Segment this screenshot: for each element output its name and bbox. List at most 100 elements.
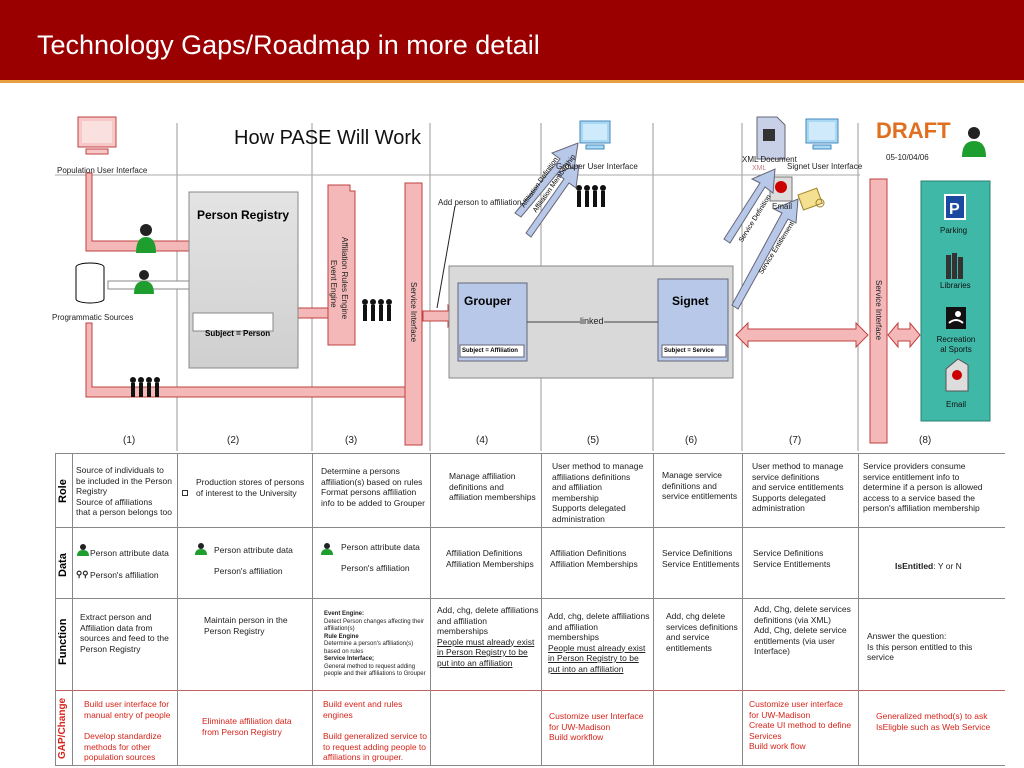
col-num-1: (1)	[123, 435, 136, 446]
draft-label: DRAFT	[876, 118, 951, 143]
xml-doc-label: XML Document	[742, 155, 797, 164]
data-person-icon-1	[77, 544, 89, 556]
affiliation-arrow	[514, 142, 580, 238]
role-cell-4: Manage affiliation definitions and affil…	[449, 471, 536, 502]
is-entitled-label: IsEntitled	[895, 561, 934, 571]
col-num-7: (7)	[789, 435, 802, 446]
email-label: Email	[946, 400, 967, 409]
func-c5b: People must already exist in Person Regi…	[548, 642, 646, 674]
role-cell-7: User method to manage service definition…	[752, 461, 844, 513]
func-c7: Add, Chg, delete services definitions (v…	[754, 604, 851, 656]
event-engine-label: Event Engine	[329, 260, 338, 308]
func-c5a: Add, chg, delete affiliations and affili…	[548, 611, 650, 642]
email-small-icon	[769, 176, 793, 202]
subject-affil-label: Subject = Affiliation	[462, 348, 518, 354]
func-c3-h2: Rule Engine	[324, 633, 359, 640]
xml-label: XML	[752, 165, 767, 172]
col-num-6: (6)	[685, 435, 698, 446]
diagram-heading: How PASE Will Work	[234, 127, 422, 149]
func-c1: Extract person and Affiliation data from…	[80, 612, 169, 654]
gap-c1b: Develop standardize methods for other po…	[84, 731, 162, 762]
libraries-icon	[946, 253, 963, 279]
people-group-icon-2	[362, 299, 392, 321]
col-num-2: (2)	[227, 435, 240, 446]
signet-ui-label: Signet User Interface	[787, 162, 863, 171]
is-entitled-values: : Y or N	[933, 561, 962, 571]
service-interface-2-label: Service Interface	[874, 280, 883, 341]
people-group-icon-3	[576, 185, 606, 207]
grouper-ui-label: Grouper User Interface	[556, 162, 638, 171]
population-ui-label: Population User Interface	[57, 166, 148, 175]
data-c3a: Person attribute data	[341, 542, 420, 552]
role-cell-8: Service providers consume service entitl…	[863, 461, 983, 513]
data-person-icon-2	[195, 543, 207, 555]
func-c3-h1: Event Engine:	[324, 611, 365, 617]
grouper-label: Grouper	[464, 294, 512, 308]
gap-c8: Generalized method(s) to ask IsEligble s…	[876, 711, 991, 732]
role-cell-2: Production stores of persons of interest…	[196, 477, 305, 498]
bullet-icon	[182, 490, 188, 496]
affiliation-rules-engine-bar	[327, 184, 356, 346]
person-registry-box	[188, 191, 299, 369]
role-cell-6: Manage service definitions and service e…	[662, 470, 738, 501]
person-icon-2	[134, 270, 154, 294]
data-c1a: Person attribute data	[90, 548, 169, 558]
programmatic-label: Programmatic Sources	[52, 313, 134, 322]
func-c3-h3: Service Interface;	[324, 656, 375, 662]
parking-label: Parking	[940, 226, 968, 235]
func-c2: Maintain person in the Person Registry	[204, 615, 288, 636]
data-c1b: Person's affiliation	[90, 570, 159, 580]
xml-document-icon	[756, 116, 786, 160]
col-num-4: (4)	[476, 435, 489, 446]
service-interface-2-arrow	[887, 321, 921, 349]
signet-ui-monitor-icon	[805, 118, 839, 150]
email-icon	[945, 358, 969, 392]
subject-person-box	[192, 312, 274, 332]
gap-c1a: Build user interface for manual entry of…	[84, 699, 171, 720]
gap-c3a: Build event and rules engines	[323, 699, 403, 720]
subject-person-label: Subject = Person	[205, 329, 271, 338]
func-c3-t1: Detect Person changes affecting their af…	[324, 618, 424, 633]
parking-icon: P	[944, 194, 966, 220]
gap-c5: Customize user Interface for UW-Madison …	[549, 711, 644, 742]
signet-label: Signet	[672, 294, 709, 308]
data-c7: Service Definitions Service Entitlements	[753, 548, 831, 569]
affil-engine-label: Affiliation Rules Engine	[340, 237, 349, 320]
pase-diagram: P	[55, 116, 991, 451]
draft-date: 05-10/04/06	[886, 153, 929, 162]
func-c8: Answer the question: Is this person enti…	[867, 631, 973, 662]
data-people-icon-1: ⚲⚲	[76, 569, 89, 579]
recreation-icon	[946, 307, 966, 329]
database-icon	[75, 262, 105, 304]
role-cell-3: Determine a persons affiliation(s) based…	[321, 466, 425, 508]
data-c6: Service Definitions Service Entitlements	[662, 548, 740, 569]
add-person-label: Add person to affiliation	[438, 198, 522, 207]
col-num-5: (5)	[587, 435, 600, 446]
recreation-label: Recreation al Sports	[936, 335, 976, 354]
signet-service-arrow	[735, 321, 869, 349]
data-person-icon-3	[321, 543, 333, 555]
grouper-ui-monitor-icon	[579, 120, 611, 150]
linked-label: linked	[580, 316, 604, 326]
func-c4b: People must already exist in Person Regi…	[437, 636, 535, 668]
service-interface-bar	[404, 182, 423, 446]
col-num-3: (3)	[345, 435, 358, 446]
slide-header: Technology Gaps/Roadmap in more detail	[0, 0, 1024, 80]
func-c3: Event Engine: Detect Person changes affe…	[324, 611, 428, 679]
person-icon-1	[136, 224, 156, 253]
gap-c7: Customize user interface for UW-Madison …	[749, 699, 852, 751]
person-registry-label: Person Registry	[197, 208, 290, 222]
func-c3-t3: General method to request adding people …	[324, 663, 426, 678]
role-cell-5: User method to manage affiliations defin…	[552, 461, 644, 524]
people-group-icon-1	[130, 377, 160, 397]
gap-c3b: Build generalized service to to request …	[323, 731, 427, 762]
svg-text:P: P	[949, 201, 960, 218]
row-label-data: Data	[57, 553, 69, 577]
data-c3b: Person's affiliation	[341, 563, 410, 573]
gap-c2: Eliminate affiliation data from Person R…	[202, 716, 292, 737]
email-small-label: Email	[772, 202, 793, 211]
data-c5: Affiliation Definitions Affiliation Memb…	[550, 548, 638, 569]
header-accent-line	[0, 80, 1024, 83]
row-label-function: Function	[57, 618, 69, 666]
draft-person-icon	[962, 127, 986, 157]
